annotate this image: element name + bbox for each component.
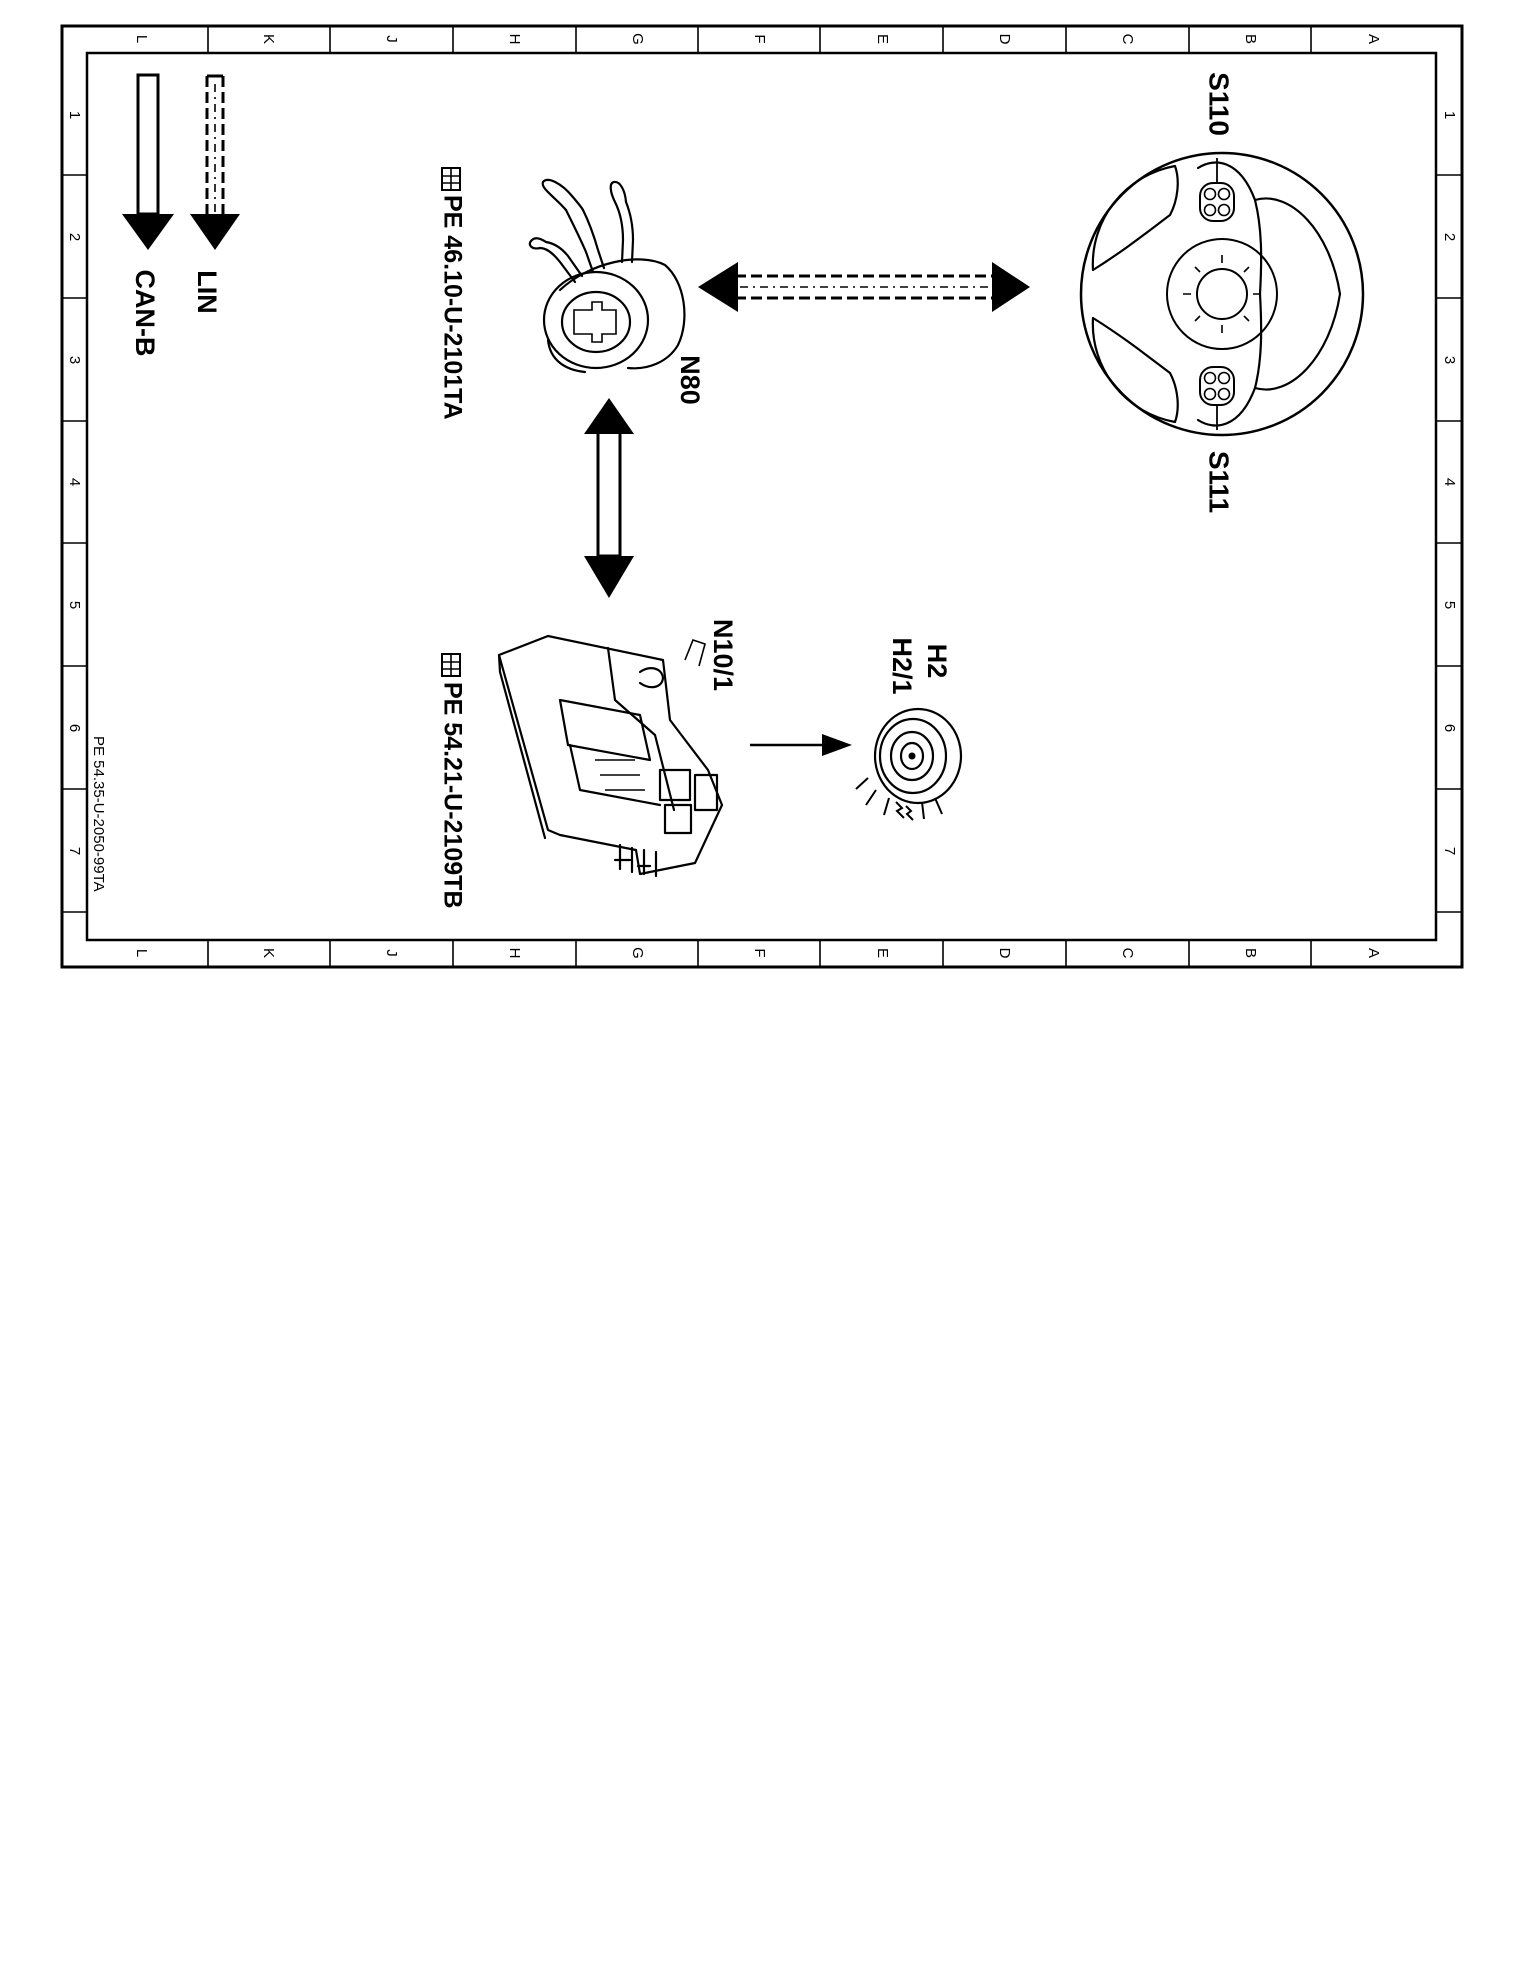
col-letter: K — [260, 948, 277, 958]
col-letter: J — [383, 35, 400, 43]
col-letter: E — [874, 34, 891, 44]
row-numbers-right: 1 2 3 4 5 6 7 — [1441, 111, 1458, 855]
col-letter: F — [751, 948, 768, 957]
row-number: 4 — [1441, 478, 1458, 486]
row-number: 5 — [66, 601, 83, 609]
row-number: 4 — [66, 478, 83, 486]
row-number: 2 — [1441, 233, 1458, 241]
steering-column-module-icon — [528, 178, 686, 374]
col-letter: L — [133, 35, 150, 43]
horn-icon — [855, 707, 963, 821]
col-letter: K — [260, 34, 277, 44]
reference-hand-icon — [441, 653, 461, 677]
s110-switch-icon — [1199, 158, 1235, 222]
can-b-arrow-icon — [122, 73, 174, 250]
col-letter: A — [1365, 34, 1382, 44]
col-letter: L — [133, 949, 150, 957]
column-letters-top: L K J H G F E D C B A — [133, 33, 1382, 45]
diagram-frame — [60, 24, 1464, 969]
sam-module-icon — [497, 634, 724, 878]
row-number: 7 — [66, 847, 83, 855]
row-number: 7 — [1441, 847, 1458, 855]
horn-signal-arrow — [750, 734, 852, 756]
h2-1-label: H2/1 — [887, 637, 917, 694]
n10-1-reference: PE 54.21-U-2109TB — [438, 653, 466, 909]
steering-wheel-icon — [1079, 151, 1365, 437]
lin-label: LIN — [192, 270, 222, 314]
n10-1-reference-text: PE 54.21-U-2109TB — [438, 682, 466, 909]
row-numbers-left: 1 2 3 4 5 6 7 — [66, 111, 83, 855]
n80-label: N80 — [675, 355, 705, 405]
n10-1-label: N10/1 — [708, 619, 738, 691]
row-number: 6 — [66, 724, 83, 732]
col-letter: H — [506, 948, 523, 959]
row-number: 3 — [66, 356, 83, 364]
col-letter: B — [1242, 948, 1259, 958]
col-letter: A — [1365, 948, 1382, 958]
col-letter: G — [629, 947, 646, 959]
col-letter: B — [1242, 34, 1259, 44]
s111-label: S111 — [1204, 451, 1235, 513]
row-number: 1 — [1441, 111, 1458, 119]
ruler-ticks — [62, 26, 1462, 967]
col-letter: J — [383, 949, 400, 957]
lin-connection-arrow — [698, 262, 1030, 312]
h2-label: H2 — [922, 644, 952, 679]
row-number: 1 — [66, 111, 83, 119]
legend: LIN CAN-B — [122, 73, 240, 357]
n80-reference: PE 46.10-U-2101TA — [438, 167, 466, 420]
sound-waves-icon — [855, 777, 943, 821]
can-b-label: CAN-B — [130, 270, 160, 357]
col-letter: D — [996, 948, 1013, 959]
n80-reference-text: PE 46.10-U-2101TA — [438, 195, 466, 420]
col-letter: F — [751, 34, 768, 43]
column-letters-bottom: L K J H G F E D C B A — [133, 947, 1382, 959]
row-number: 2 — [66, 233, 83, 241]
col-letter: C — [1119, 34, 1136, 45]
can-b-connection-arrow — [584, 398, 634, 598]
reference-hand-icon — [441, 167, 461, 191]
col-letter: E — [874, 948, 891, 958]
lin-arrow-icon — [190, 74, 240, 250]
col-letter: G — [629, 33, 646, 45]
s110-label: S110 — [1204, 72, 1235, 136]
document-id: PE 54.35-U-2050-99TA — [90, 736, 107, 892]
col-letter: C — [1119, 948, 1136, 959]
row-number: 3 — [1441, 356, 1458, 364]
row-number: 5 — [1441, 601, 1458, 609]
row-number: 6 — [1441, 724, 1458, 732]
col-letter: H — [506, 34, 523, 45]
col-letter: D — [996, 34, 1013, 45]
s111-switch-icon — [1199, 366, 1235, 430]
